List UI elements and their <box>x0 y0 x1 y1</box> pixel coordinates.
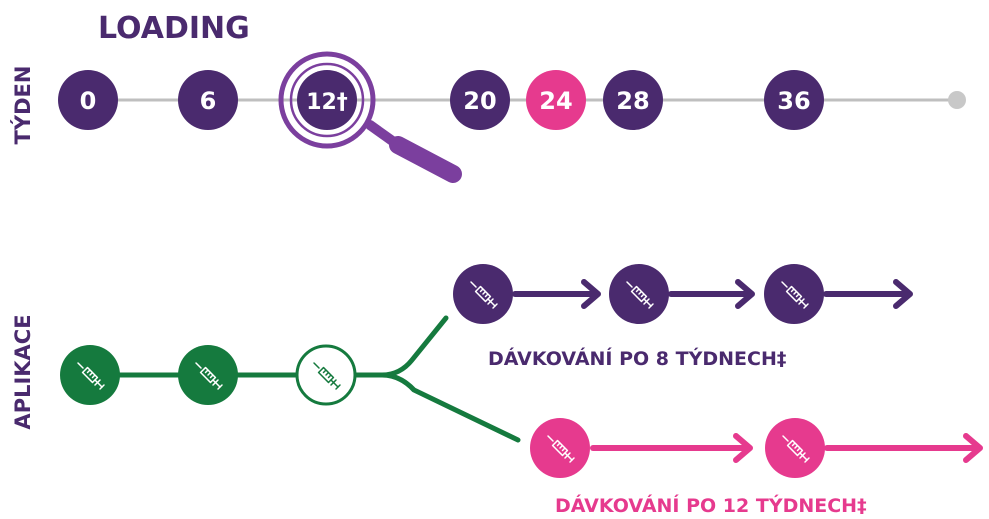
week-node-label: 6 <box>200 87 217 115</box>
branch-every-12-weeks <box>530 418 983 478</box>
application-axis-label: APLIKACE <box>11 314 35 429</box>
week-node: 36 <box>764 70 824 130</box>
loading-injection <box>178 345 238 405</box>
loading-injection-outline <box>295 344 357 406</box>
week-node-label: 36 <box>777 87 810 115</box>
week-node: 24 <box>526 70 586 130</box>
week-node: 20 <box>450 70 510 130</box>
week-node-highlighted: 12† <box>297 70 357 130</box>
week-node-label: 0 <box>80 87 97 115</box>
branch-every-12-weeks-label: DÁVKOVÁNÍ PO 12 TÝDNECH‡ <box>555 493 867 517</box>
week-node-label: 24 <box>539 87 572 115</box>
branch-every-8-weeks <box>453 264 913 324</box>
timeline-end-dot <box>948 91 966 109</box>
branch-every-8-weeks-label: DÁVKOVÁNÍ PO 8 TÝDNECH‡ <box>488 346 786 370</box>
week-node-label: 12† <box>306 90 348 115</box>
week-node: 6 <box>178 70 238 130</box>
week-node: 0 <box>58 70 118 130</box>
syringe-icon <box>313 362 341 390</box>
week-axis-label: TÝDEN <box>10 66 35 145</box>
magnifier-icon <box>278 51 462 183</box>
loading-injection <box>60 345 120 405</box>
week-node-label: 20 <box>463 87 496 115</box>
week-node-label: 28 <box>616 87 649 115</box>
loading-label: LOADING <box>98 11 250 46</box>
week-node: 28 <box>603 70 663 130</box>
